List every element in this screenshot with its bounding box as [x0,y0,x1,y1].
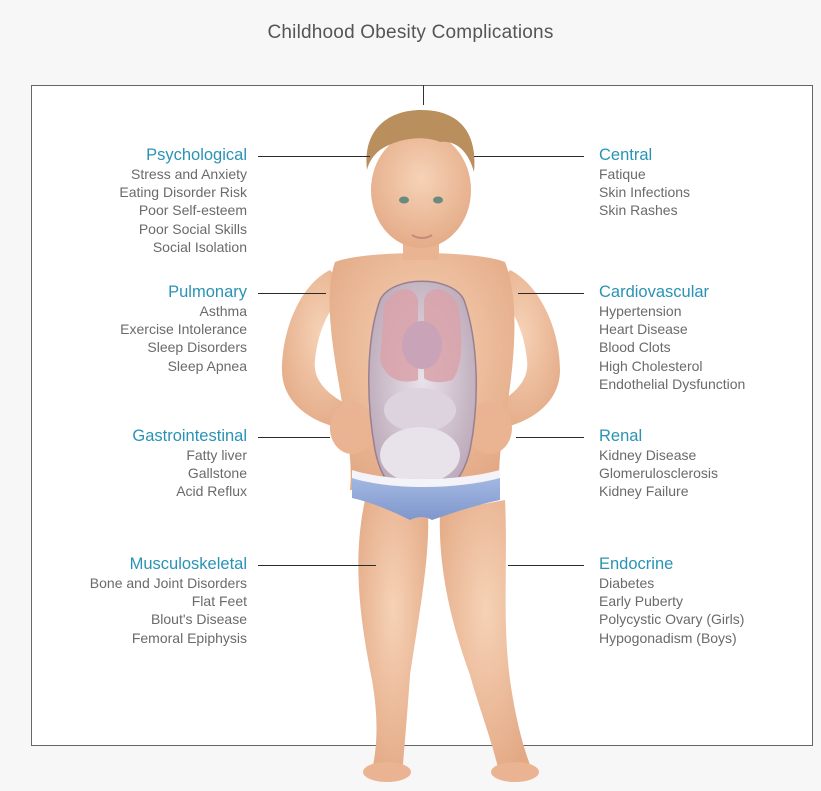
list-item: Kidney Disease [599,446,718,464]
list-item: Social Isolation [119,238,247,256]
list-item: Exercise Intolerance [120,320,247,338]
group-endocrine: Endocrine Diabetes Early Puberty Polycys… [599,554,744,647]
right-eye [433,197,443,204]
list-item: Hypertension [599,302,745,320]
right-leg [440,500,532,776]
list-item: Flat Feet [90,592,247,610]
heading-musculoskeletal: Musculoskeletal [90,554,247,574]
list-item: Heart Disease [599,320,745,338]
list-item: Glomerulosclerosis [599,464,718,482]
list-item: Skin Infections [599,183,690,201]
stomach [384,388,456,432]
group-pulmonary: Pulmonary Asthma Exercise Intolerance Sl… [120,282,247,375]
list-item: Eating Disorder Risk [119,183,247,201]
group-psychological: Psychological Stress and Anxiety Eating … [119,145,247,256]
connector-psychological [258,156,370,157]
list-item: Poor Self-esteem [119,201,247,219]
connector-musculoskeletal [258,565,376,566]
list-item: Femoral Epiphysis [90,629,247,647]
group-central: Central Fatique Skin Infections Skin Ras… [599,145,690,220]
list-item: Polycystic Ovary (Girls) [599,610,744,628]
left-foot [363,762,411,782]
list-item: Gallstone [132,464,247,482]
connector-central [474,156,584,157]
heading-cardiovascular: Cardiovascular [599,282,745,302]
heading-endocrine: Endocrine [599,554,744,574]
connector-pulmonary [258,293,326,294]
heading-psychological: Psychological [119,145,247,165]
list-item: Blood Clots [599,338,745,356]
connector-cardiovascular [518,293,584,294]
left-leg [358,500,428,776]
list-item: Poor Social Skills [119,220,247,238]
list-item: Fatique [599,165,690,183]
list-item: Diabetes [599,574,744,592]
list-item: Stress and Anxiety [119,165,247,183]
list-item: Acid Reflux [132,482,247,500]
group-renal: Renal Kidney Disease Glomerulosclerosis … [599,426,718,501]
left-eye [399,197,409,204]
heading-renal: Renal [599,426,718,446]
right-foot [491,762,539,782]
head [371,132,471,248]
list-item: Blout's Disease [90,610,247,628]
list-item: Skin Rashes [599,201,690,219]
heart [402,321,442,369]
list-item: Fatty liver [132,446,247,464]
intestines [380,427,460,483]
list-item: Sleep Disorders [120,338,247,356]
heading-pulmonary: Pulmonary [120,282,247,302]
heading-gastrointestinal: Gastrointestinal [132,426,247,446]
group-musculoskeletal: Musculoskeletal Bone and Joint Disorders… [90,554,247,647]
group-cardiovascular: Cardiovascular Hypertension Heart Diseas… [599,282,745,393]
list-item: Bone and Joint Disorders [90,574,247,592]
connector-endocrine [508,565,584,566]
list-item: Asthma [120,302,247,320]
connector-renal [516,437,584,438]
list-item: Early Puberty [599,592,744,610]
list-item: Kidney Failure [599,482,718,500]
left-hand [330,402,374,454]
heading-central: Central [599,145,690,165]
list-item: Sleep Apnea [120,357,247,375]
list-item: High Cholesterol [599,357,745,375]
list-item: Hypogonadism (Boys) [599,629,744,647]
connector-gastrointestinal [258,437,330,438]
group-gastrointestinal: Gastrointestinal Fatty liver Gallstone A… [132,426,247,501]
list-item: Endothelial Dysfunction [599,375,745,393]
